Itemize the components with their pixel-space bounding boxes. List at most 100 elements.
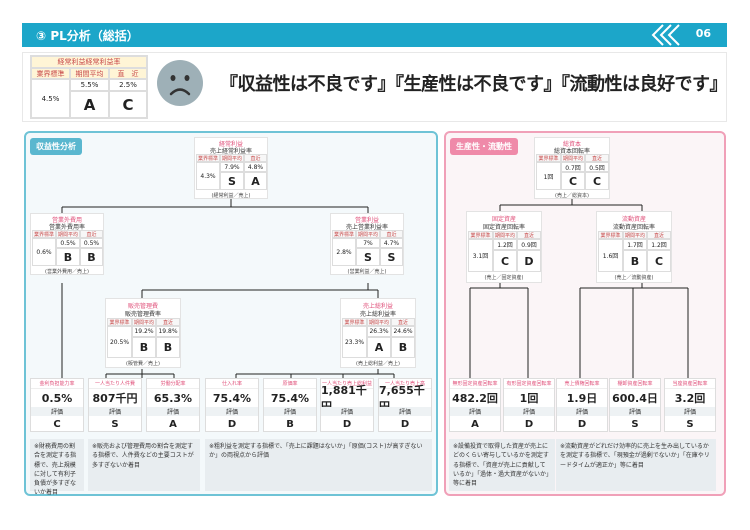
card-grade-label: 評価 bbox=[31, 407, 83, 416]
chevron-decoration-icon bbox=[651, 24, 680, 46]
metric-title: 売上総利益 bbox=[362, 303, 393, 310]
recent-value: 19.8% bbox=[156, 326, 180, 337]
col-recent: 直近 bbox=[391, 318, 415, 326]
col-industry: 業界標準 bbox=[32, 230, 56, 238]
col-prev: 期間平均 bbox=[493, 231, 517, 239]
recent-grade: S bbox=[380, 248, 403, 266]
industry-value: 2.8% bbox=[332, 238, 356, 266]
metric-eigyo: 営業利益 売上営業利益率 業界標準 期間平均 直近 2.8% 7% 4.7% S… bbox=[330, 213, 404, 275]
metric-subtitle: 総資本回転率 bbox=[553, 148, 590, 155]
col-industry: 業界標準 bbox=[536, 154, 561, 162]
recent-value: 0.5回 bbox=[585, 162, 609, 172]
card-title: 一人当たり人件費 bbox=[89, 379, 141, 389]
summary-recent-grade: C bbox=[109, 91, 147, 118]
metric-title: 固定資産 bbox=[491, 216, 516, 223]
card-genka: 原価率 75.4% 評価 B bbox=[263, 378, 317, 432]
metric-ryudo: 流動資産 流動資産回転率 業界標準 期間平均 直近 1.6回 1.7回 1.2回… bbox=[596, 211, 672, 283]
col-prev: 期間平均 bbox=[561, 154, 585, 162]
note-kotei: ※設備投資で取得した資産が売上にどのくらい寄与しているかを測定する指標で、「資産… bbox=[449, 439, 555, 491]
prev-value: 7.9% bbox=[220, 162, 244, 172]
recent-grade: D bbox=[517, 250, 541, 272]
col-industry: 業界標準 bbox=[598, 231, 623, 239]
metric-subtitle: 固定資産回転率 bbox=[482, 224, 525, 231]
card-value: 0.5% bbox=[41, 391, 73, 405]
metric-formula: (売上／総資本) bbox=[555, 193, 589, 199]
card-grade-label: 評価 bbox=[89, 407, 141, 416]
industry-value: 20.5% bbox=[107, 326, 132, 358]
metric-formula: (営業外費用／売上) bbox=[45, 269, 89, 275]
prev-grade: B bbox=[56, 248, 80, 266]
col-recent: 直近 bbox=[244, 154, 267, 162]
col-prev: 期間平均 bbox=[356, 230, 380, 238]
prev-grade: B bbox=[132, 337, 156, 358]
prev-value: 1.2回 bbox=[493, 239, 517, 250]
col-industry: 業界標準 bbox=[196, 154, 220, 162]
note-ryudo: ※流動資産がどれだけ効率的に売上を生み出しているかを測定する指標で、「現預金が過… bbox=[556, 439, 716, 491]
card-title: 無形固定資産回転率 bbox=[450, 379, 500, 389]
card-title: 一人当たり売上高 bbox=[379, 379, 431, 389]
card-title: 仕入れ率 bbox=[206, 379, 258, 389]
col-prev: 期間平均 bbox=[367, 318, 391, 326]
card-title: 当座資産回転率 bbox=[665, 379, 715, 389]
card-grade-label: 評価 bbox=[665, 407, 715, 416]
recent-grade: C bbox=[647, 250, 671, 272]
card-shiire: 仕入れ率 75.4% 評価 D bbox=[205, 378, 259, 432]
card-grade: A bbox=[471, 418, 479, 430]
sad-face-icon bbox=[157, 60, 203, 106]
note-arari: ※粗利益を測定する指標で、「売上に課題はないか」「原価(コスト)が高すぎないか」… bbox=[205, 439, 432, 491]
recent-grade: B bbox=[391, 337, 415, 358]
metric-title: 営業外費用 bbox=[51, 217, 82, 224]
recent-value: 24.6% bbox=[391, 326, 415, 337]
industry-value: 3.1回 bbox=[468, 239, 493, 272]
prev-value: 0.7回 bbox=[561, 162, 585, 172]
metric-hankan: 販売管理費 販売管理費率 業界標準 期間平均 直近 20.5% 19.2% 19… bbox=[105, 298, 181, 368]
col-recent: 直近 bbox=[80, 230, 103, 238]
col-industry: 業界標準 bbox=[468, 231, 493, 239]
col-industry: 業界標準 bbox=[342, 318, 367, 326]
prev-grade: C bbox=[561, 172, 585, 190]
card-title: 棚卸資産回転率 bbox=[610, 379, 660, 389]
card-grade: D bbox=[400, 418, 410, 430]
col-recent: 直近 bbox=[647, 231, 671, 239]
card-mukei: 無形固定資産回転率 482.2回 評価 A bbox=[449, 378, 501, 432]
card-tanaoroshi: 棚卸資産回転率 600.4日 評価 S bbox=[609, 378, 661, 432]
card-title: 労働分配率 bbox=[147, 379, 199, 389]
card-grade: S bbox=[686, 418, 694, 430]
metric-subtitle: 売上総利益率 bbox=[359, 311, 396, 318]
industry-value: 1.6回 bbox=[598, 239, 623, 272]
summary-table: 経常利益経常利益率 業界標準 期間平均 直 近 4.5% 5.5% 2.5% A… bbox=[30, 55, 148, 119]
card-value: 482.2回 bbox=[452, 392, 498, 405]
card-title: 原価率 bbox=[264, 379, 316, 389]
metric-formula: (販管費／売上) bbox=[126, 361, 160, 367]
card-grade: D bbox=[524, 418, 534, 430]
note-hankan: ※販売および管理費用の割合を測定する指標で、人件費などの主要コストが多すぎないか… bbox=[88, 439, 200, 491]
col-recent: 直近 bbox=[517, 231, 541, 239]
metric-subtitle: 営業外費用率 bbox=[48, 224, 85, 231]
metric-title: 経常利益 bbox=[218, 141, 243, 148]
card-grade-label: 評価 bbox=[610, 407, 660, 416]
card-grade: C bbox=[53, 418, 61, 430]
industry-value: 0.6% bbox=[32, 238, 56, 266]
col-prev: 期間平均 bbox=[220, 154, 244, 162]
metric-subtitle: 流動資産回転率 bbox=[612, 224, 655, 231]
metric-subtitle: 売上経常利益率 bbox=[209, 148, 252, 155]
prev-value: 7% bbox=[356, 238, 380, 248]
productivity-tag: 生産性・流動性 bbox=[450, 138, 518, 155]
card-grade: S bbox=[111, 418, 119, 430]
metric-title: 総資本 bbox=[562, 141, 581, 148]
summary-col-industry: 業界標準 bbox=[31, 68, 70, 79]
metric-kotei: 固定資産 固定資産回転率 業界標準 期間平均 直近 3.1回 1.2回 0.9回… bbox=[466, 211, 542, 283]
card-arari-per-person: 一人当たり売上総利益 1,881千円 評価 D bbox=[320, 378, 374, 432]
industry-value: 23.3% bbox=[342, 326, 367, 358]
metric-formula: (売上／固定資産) bbox=[484, 275, 524, 281]
recent-value: 0.5% bbox=[80, 238, 103, 248]
summary-col-recent: 直 近 bbox=[109, 68, 147, 79]
col-industry: 業界標準 bbox=[332, 230, 356, 238]
page-header: ③ PL分析（総括） 06 bbox=[22, 23, 727, 47]
card-grade-label: 評価 bbox=[379, 407, 431, 416]
profitability-tag: 収益性分析 bbox=[30, 138, 82, 155]
metric-formula: (営業利益／売上) bbox=[347, 269, 387, 275]
col-recent: 直近 bbox=[380, 230, 403, 238]
metric-gaihi: 営業外費用 営業外費用率 業界標準 期間平均 直近 0.6% 0.5% 0.5%… bbox=[30, 213, 104, 275]
headline: 『収益性は不良です』『生産性は不良です』『流動性は良好です』 bbox=[220, 74, 728, 95]
